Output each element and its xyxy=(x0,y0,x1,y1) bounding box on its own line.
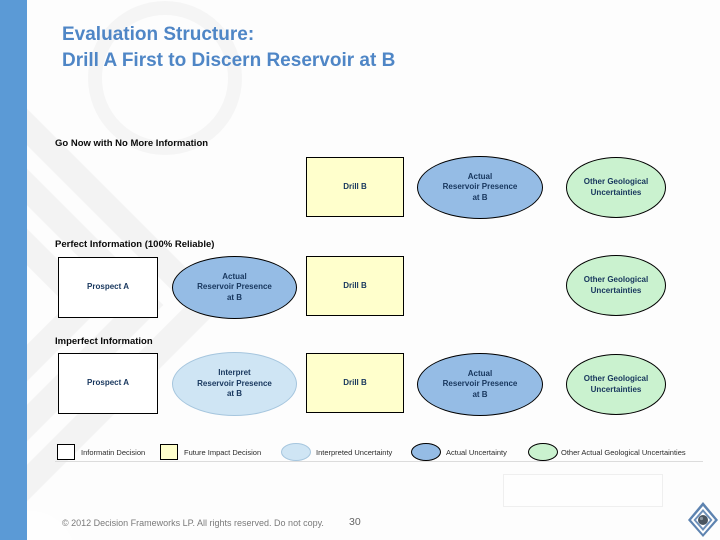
legend-swatch-actual-uncertainty xyxy=(411,443,441,461)
node-other-geological-uncertainties-row2: Other Geological Uncertainties xyxy=(566,255,666,316)
node-other-geological-uncertainties-row1: Other Geological Uncertainties xyxy=(566,157,666,218)
legend-label-information-decision: Informatin Decision xyxy=(81,448,146,457)
legend-swatch-interpreted-uncertainty xyxy=(281,443,311,461)
faint-placeholder-box xyxy=(503,474,663,507)
decision-frameworks-logo-icon xyxy=(688,502,718,537)
legend-divider-line xyxy=(55,461,703,462)
node-drill-b-row3: Drill B xyxy=(306,353,404,413)
left-accent-bar xyxy=(0,0,27,540)
node-drill-b-row1: Drill B xyxy=(306,157,404,217)
node-prospect-a-row3: Prospect A xyxy=(58,353,158,414)
page-title: Evaluation Structure: Drill A First to D… xyxy=(62,22,395,73)
page-number: 30 xyxy=(349,516,361,528)
legend-swatch-other-actual-geological-uncertainties xyxy=(528,443,558,461)
legend-label-interpreted-uncertainty: Interpreted Uncertainty xyxy=(316,448,393,457)
legend-label-future-impact-decision: Future Impact Decision xyxy=(184,448,262,457)
row-label-perfect-information: Perfect Information (100% Reliable) xyxy=(55,239,215,250)
node-actual-reservoir-presence-row1: Actual Reservoir Presence at B xyxy=(417,156,543,219)
legend-swatch-information-decision xyxy=(57,444,75,460)
page-title-line1: Evaluation Structure: xyxy=(62,24,255,45)
node-actual-reservoir-presence-row2: Actual Reservoir Presence at B xyxy=(172,256,297,319)
legend-label-actual-uncertainty: Actual Uncertainty xyxy=(446,448,507,457)
footer-copyright: © 2012 Decision Frameworks LP. All right… xyxy=(62,518,324,528)
node-actual-reservoir-presence-row3: Actual Reservoir Presence at B xyxy=(417,353,543,416)
node-other-geological-uncertainties-row3: Other Geological Uncertainties xyxy=(566,354,666,415)
legend-swatch-future-impact-decision xyxy=(160,444,178,460)
legend-label-other-actual-geological-uncertainties: Other Actual Geological Uncertainties xyxy=(561,448,686,457)
node-prospect-a-row2: Prospect A xyxy=(58,257,158,318)
row-label-go-now: Go Now with No More Information xyxy=(55,138,209,149)
row-label-imperfect-information: Imperfect Information xyxy=(55,336,153,347)
node-drill-b-row2: Drill B xyxy=(306,256,404,316)
page-title-line2: Drill A First to Discern Reservoir at B xyxy=(62,49,396,71)
node-interpret-reservoir-presence-row3: Interpret Reservoir Presence at B xyxy=(172,352,297,416)
